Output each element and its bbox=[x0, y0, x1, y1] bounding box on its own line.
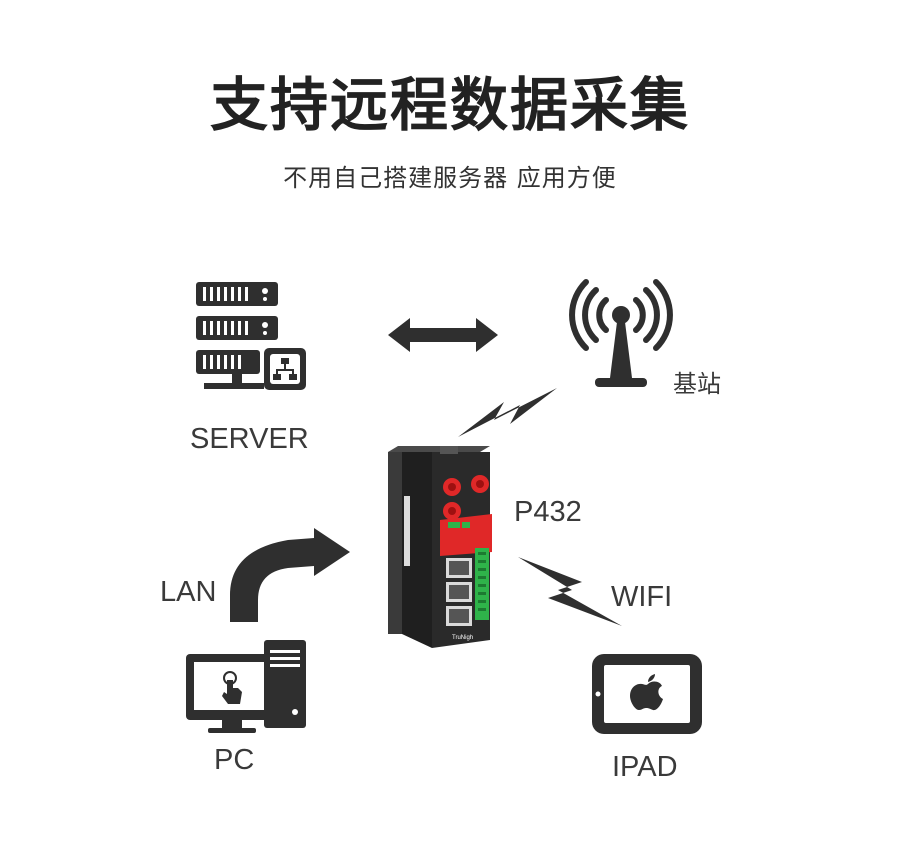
cell-tower-icon bbox=[569, 279, 673, 351]
page-subtitle: 不用自己搭建服务器 应用方便 bbox=[283, 164, 617, 192]
desktop-computer-icon bbox=[186, 640, 306, 733]
cellular-lightning-icon bbox=[458, 388, 557, 437]
server-rack-icon bbox=[196, 282, 306, 390]
curved-arrow-icon bbox=[230, 528, 350, 622]
server-label: SERVER bbox=[190, 423, 309, 455]
device-brand: TruNigh bbox=[452, 635, 473, 641]
industrial-router-icon bbox=[388, 446, 492, 648]
lan-label: LAN bbox=[160, 576, 217, 608]
pc-label: PC bbox=[214, 744, 255, 776]
device-label: P432 bbox=[514, 496, 582, 528]
base-station-label: 基站 bbox=[673, 370, 721, 398]
page-title: 支持远程数据采集 bbox=[209, 71, 690, 139]
ipad-label: IPAD bbox=[612, 751, 678, 783]
tablet-apple-icon bbox=[592, 654, 702, 734]
cell-tower-body bbox=[595, 306, 647, 387]
wifi-lightning-icon bbox=[518, 557, 622, 626]
wifi-label: WIFI bbox=[611, 581, 673, 613]
double-arrow-icon bbox=[388, 318, 498, 352]
